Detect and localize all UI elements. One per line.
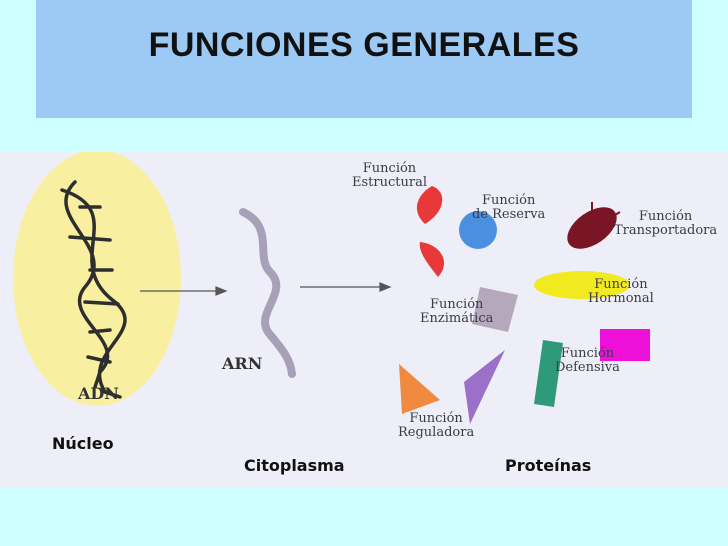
label-function-enzymatic: Función Enzimática	[420, 297, 494, 326]
regulatory-purple-triangle	[464, 350, 505, 424]
arrow-nucleus-to-cytoplasm	[140, 286, 228, 296]
title-banner: FUNCIONES GENERALES	[36, 0, 692, 118]
regulatory-orange-triangle	[399, 364, 440, 414]
caption-nucleo: Núcleo	[52, 434, 114, 453]
caption-citoplasma: Citoplasma	[244, 456, 345, 475]
arrow-cytoplasm-to-proteins	[300, 282, 392, 292]
structural-shape-bottom	[419, 242, 445, 277]
label-arn: ARN	[222, 354, 263, 373]
dna-helix	[60, 180, 127, 399]
caption-proteinas: Proteínas	[505, 456, 592, 475]
defensive-bar	[534, 340, 563, 407]
label-function-defensive: Función Defensiva	[555, 346, 620, 375]
defensive-square	[600, 329, 650, 361]
reserve-circle	[459, 211, 497, 249]
dna-to-protein-diagram	[13, 152, 650, 424]
structural-shape-top	[416, 186, 443, 224]
enzymatic-square	[472, 287, 518, 332]
label-function-structural: Función Estructural	[352, 161, 427, 190]
label-function-transport: Función Transportadora	[614, 209, 718, 238]
label-function-hormonal: Función Hormonal	[588, 277, 654, 306]
label-function-regulatory: Función Reguladora	[398, 411, 475, 440]
label-adn: ADN	[78, 384, 119, 403]
transport-shape	[567, 202, 621, 249]
rna-strand	[239, 208, 296, 378]
hormonal-ellipse	[534, 271, 630, 299]
page-title: FUNCIONES GENERALES	[148, 26, 580, 64]
label-function-reserve: Función de Reserva	[472, 193, 546, 222]
